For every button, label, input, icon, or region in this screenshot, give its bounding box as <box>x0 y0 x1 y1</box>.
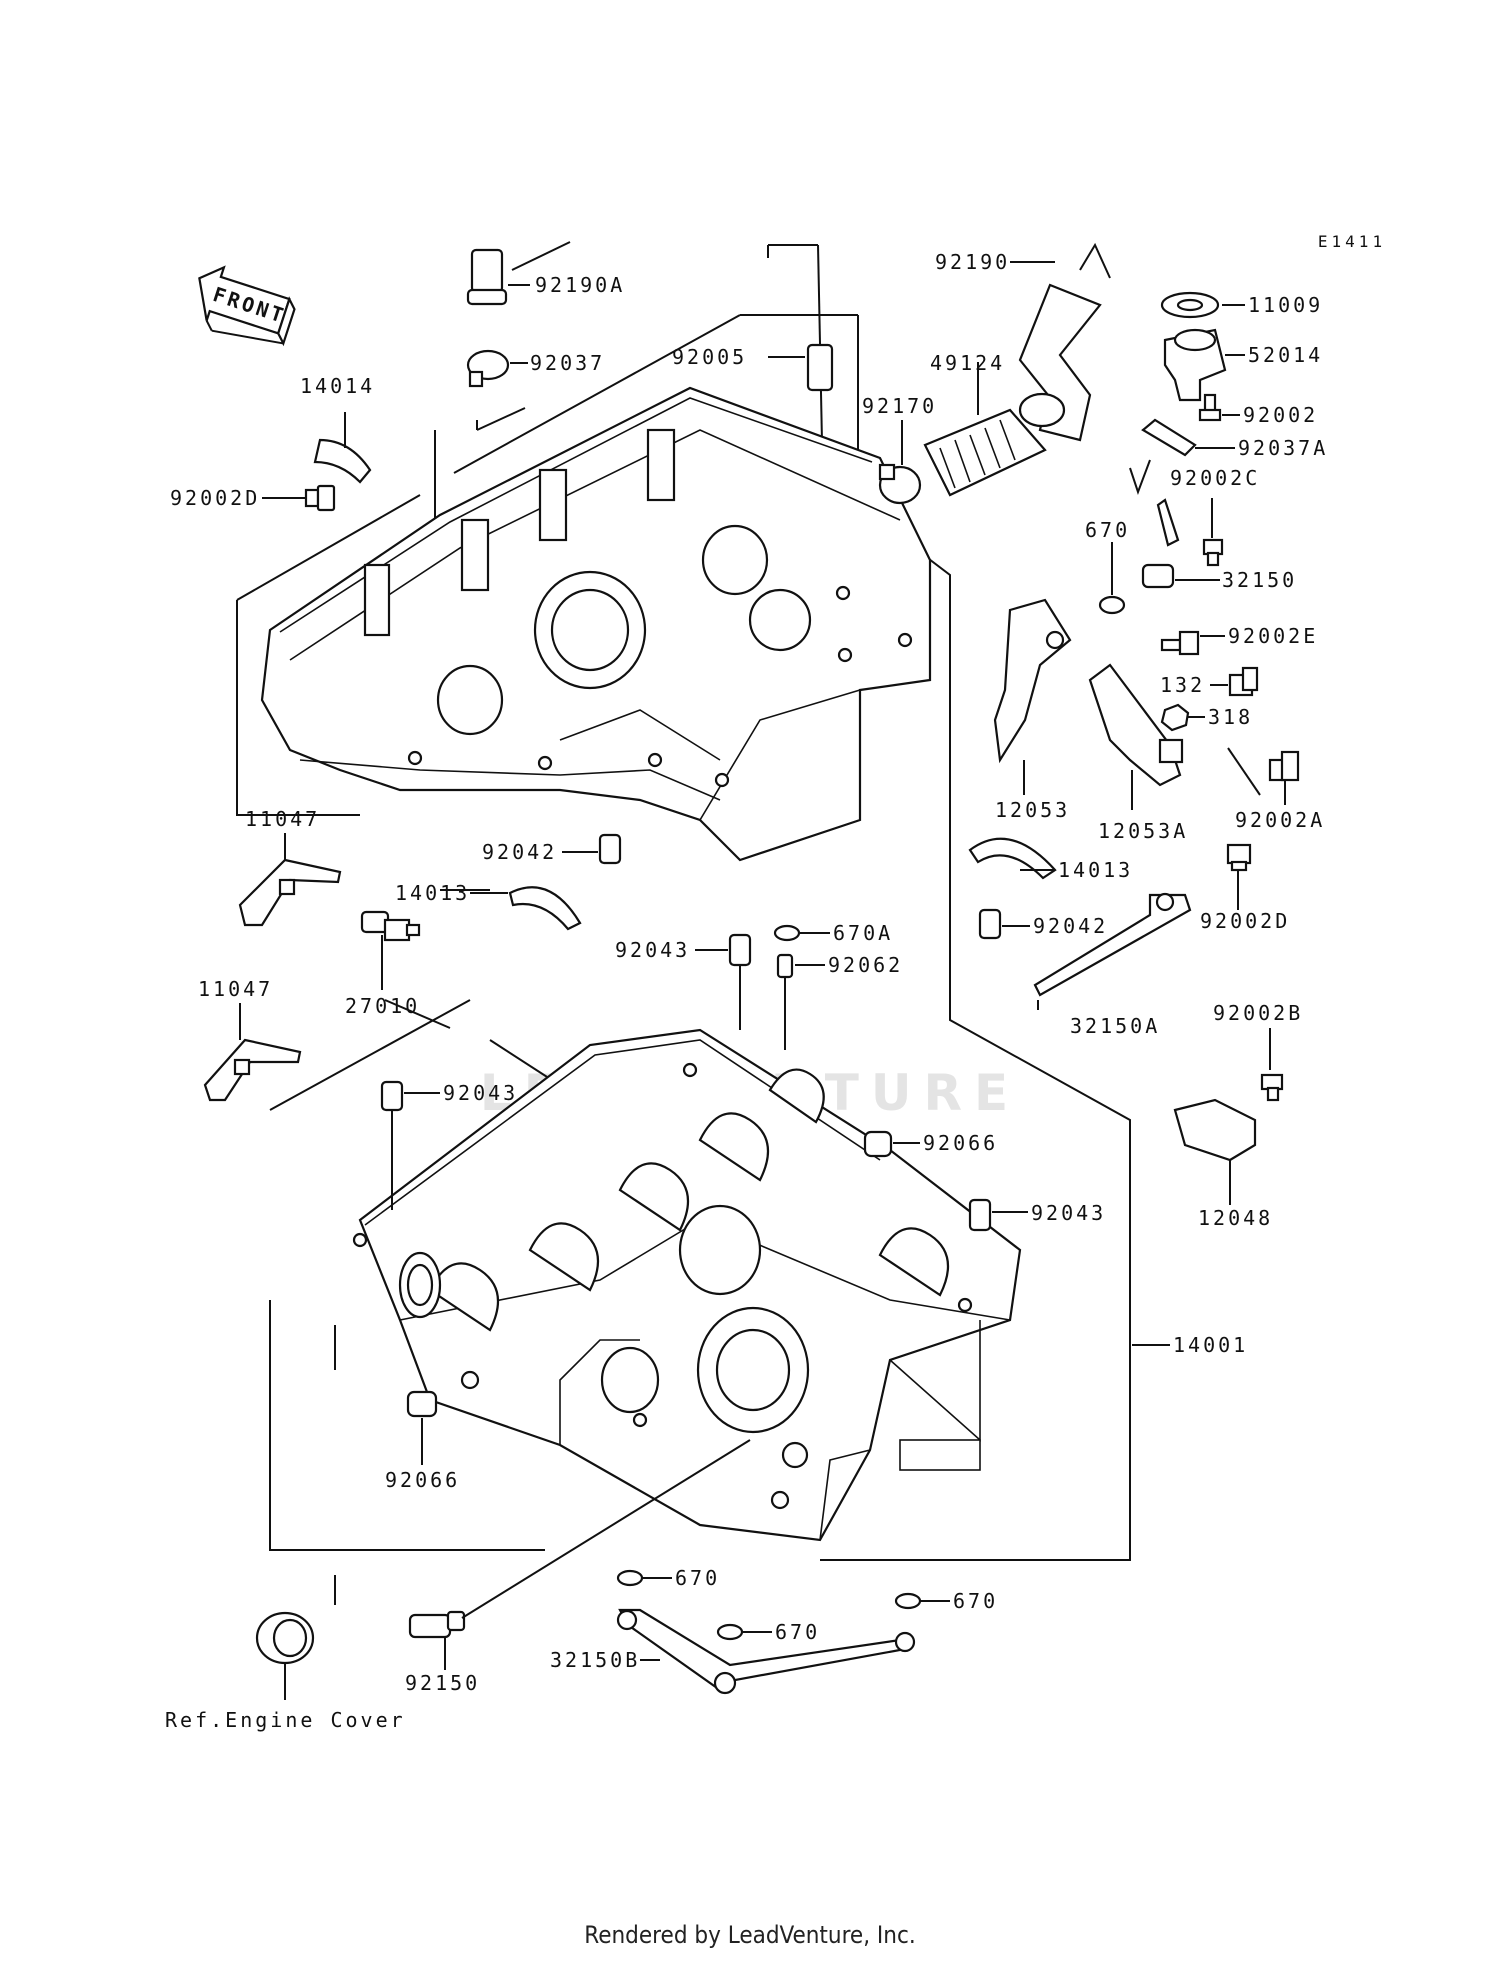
label-32150B: 32150B <box>550 1648 640 1672</box>
part-92042-b <box>978 908 1030 940</box>
part-670-a <box>1098 542 1126 615</box>
label-670A: 670A <box>833 921 893 945</box>
front-arrow-icon: FRONT <box>198 265 296 347</box>
part-27010 <box>360 910 421 990</box>
part-92190 <box>1010 242 1111 442</box>
part-92066-a <box>863 1130 920 1158</box>
label-92043-b: 92043 <box>443 1081 518 1105</box>
part-670-c <box>716 1623 772 1641</box>
label-92002B: 92002B <box>1213 1001 1303 1025</box>
label-14013-b: 14013 <box>395 881 470 905</box>
part-32150 <box>1141 498 1220 589</box>
ref-engine-cover-note: Ref.Engine Cover <box>165 1708 406 1732</box>
label-12053: 12053 <box>995 798 1070 822</box>
label-11047-a: 11047 <box>245 807 320 831</box>
label-92002D-a: 92002D <box>170 486 260 510</box>
part-92002E <box>1160 630 1225 656</box>
label-92005: 92005 <box>672 345 747 369</box>
part-14013-a <box>968 837 1057 880</box>
part-14013-b <box>470 886 582 931</box>
part-92150 <box>408 1439 751 1670</box>
label-670-d: 670 <box>953 1589 998 1613</box>
label-12053A: 12053A <box>1098 819 1188 843</box>
part-132 <box>1210 666 1259 697</box>
label-92002E: 92002E <box>1228 624 1318 648</box>
label-92042-b: 92042 <box>1033 914 1108 938</box>
label-318: 318 <box>1208 705 1253 729</box>
label-92002A: 92002A <box>1235 808 1325 832</box>
part-92002D-a <box>262 484 336 512</box>
part-52014 <box>1163 328 1245 402</box>
part-11047-a <box>238 833 342 927</box>
part-92043-b <box>380 1080 440 1210</box>
part-labels: 92190A 92037 92005 14014 92002D 92190 49… <box>165 250 1328 1732</box>
part-92002D-b <box>1226 843 1252 910</box>
label-14001: 14001 <box>1173 1333 1248 1357</box>
part-11047-b <box>203 1003 302 1102</box>
label-670-a: 670 <box>1085 518 1130 542</box>
label-92066-a: 92066 <box>923 1131 998 1155</box>
part-92042-a <box>562 833 622 865</box>
part-32150A <box>1033 892 1192 1010</box>
label-92037A: 92037A <box>1238 436 1328 460</box>
label-32150: 32150 <box>1222 568 1297 592</box>
part-670A <box>773 924 830 942</box>
label-92066-b: 92066 <box>385 1468 460 1492</box>
part-670-b <box>616 1569 672 1587</box>
label-92002D-b: 92002D <box>1200 909 1290 933</box>
part-32150B <box>616 1608 916 1695</box>
part-92043-a <box>695 933 752 1030</box>
part-92037A <box>1129 418 1235 495</box>
part-12048 <box>1173 1098 1257 1205</box>
label-92037: 92037 <box>530 351 605 375</box>
part-92066-b <box>406 1390 438 1465</box>
label-14013-a: 14013 <box>1058 858 1133 882</box>
diagram-code: E1411 <box>1318 232 1386 251</box>
label-32150A: 32150A <box>1070 1014 1160 1038</box>
label-92002: 92002 <box>1243 403 1318 427</box>
part-318 <box>1160 703 1205 732</box>
label-92062: 92062 <box>828 953 903 977</box>
label-132: 132 <box>1160 673 1205 697</box>
part-12053A <box>1088 663 1184 810</box>
part-92002B <box>1260 1028 1284 1102</box>
oil-seal-part <box>255 1575 336 1700</box>
label-92150: 92150 <box>405 1671 480 1695</box>
part-92062 <box>776 953 825 1050</box>
label-670-b: 670 <box>675 1566 720 1590</box>
label-92002C: 92002C <box>1170 466 1260 490</box>
label-92190: 92190 <box>935 250 1010 274</box>
label-92042-a: 92042 <box>482 840 557 864</box>
label-49124: 49124 <box>930 351 1005 375</box>
part-92002 <box>1198 393 1240 422</box>
part-670-d <box>894 1592 950 1610</box>
part-92002C <box>1202 498 1224 567</box>
part-92190A <box>466 248 530 306</box>
label-52014: 52014 <box>1248 343 1323 367</box>
part-11009 <box>1160 291 1245 319</box>
footer-credit: Rendered by LeadVenture, Inc. <box>584 1921 915 1949</box>
label-92043-c: 92043 <box>1031 1201 1106 1225</box>
label-670-c: 670 <box>775 1620 820 1644</box>
label-92190A: 92190A <box>535 273 625 297</box>
part-92170 <box>878 420 922 505</box>
label-11047-b: 11047 <box>198 977 273 1001</box>
part-12053 <box>993 598 1072 795</box>
part-92005 <box>768 343 834 392</box>
label-14014: 14014 <box>300 374 375 398</box>
part-14014 <box>313 412 372 484</box>
part-92002A <box>1227 747 1300 805</box>
part-92043-c <box>968 1198 1028 1232</box>
label-92043-a: 92043 <box>615 938 690 962</box>
label-92170: 92170 <box>862 394 937 418</box>
label-12048: 12048 <box>1198 1206 1273 1230</box>
part-92037 <box>466 349 528 388</box>
lower-crankcase <box>269 999 1022 1551</box>
label-27010: 27010 <box>345 994 420 1018</box>
part-49124 <box>923 362 1047 497</box>
label-11009: 11009 <box>1248 293 1323 317</box>
upper-crankcase <box>236 241 1131 1561</box>
